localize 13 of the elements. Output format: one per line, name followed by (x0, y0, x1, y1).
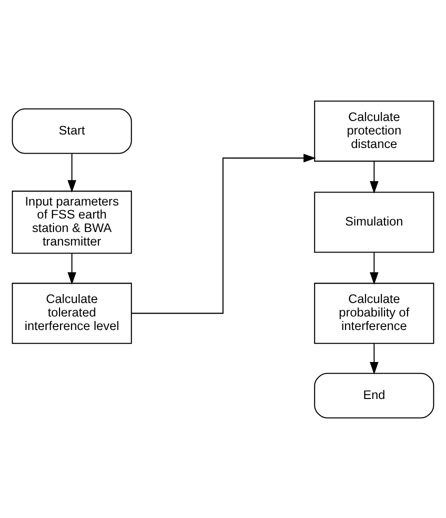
arrow (370, 343, 378, 374)
node-box: End (314, 372, 434, 418)
arrow (370, 160, 378, 194)
arrow (370, 252, 378, 284)
node-box: Calculate probability of interference (314, 282, 434, 344)
node-box: Start (12, 108, 132, 154)
node-box: Calculate tolerated interference level (12, 282, 132, 344)
arrow (68, 253, 76, 284)
node-box: Calculate protection distance (314, 100, 434, 162)
node-box: Input parameters of FSS earth station & BWA transmitter (12, 190, 132, 254)
node-box: Simulation (314, 191, 434, 252)
arrow (68, 153, 76, 192)
arrow (132, 153, 316, 314)
